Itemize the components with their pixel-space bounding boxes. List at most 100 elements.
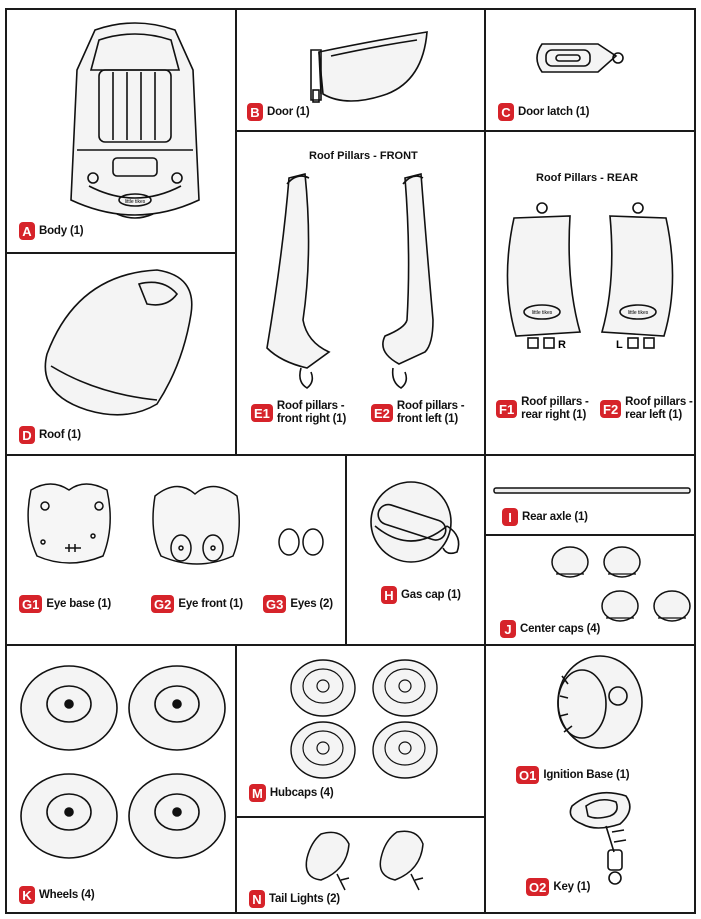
badge-g2: G2 [151, 595, 175, 613]
badge-h: H [381, 586, 397, 604]
heading-rear-pillars: Roof Pillars - REAR [536, 172, 639, 184]
label-j: J Center caps (4) [500, 620, 600, 638]
name-e2-line1: Roof pillars - [396, 400, 465, 412]
label-k: K Wheels (4) [19, 886, 95, 904]
badge-k: K [19, 886, 35, 904]
roof-illustration [44, 269, 193, 416]
name-door: Door (1) [267, 105, 310, 118]
name-eye-base: Eye base (1) [46, 597, 112, 610]
label-g3: G3 Eyes (2) [263, 595, 333, 613]
rear-right-mark: R [558, 339, 566, 351]
name-e1-line2: front right (1) [276, 413, 347, 425]
name-eye-front: Eye front (1) [178, 597, 243, 610]
badge-e2: E2 [371, 404, 393, 422]
name-gas-cap: Gas cap (1) [401, 588, 461, 601]
label-m: M Hubcaps (4) [249, 784, 334, 802]
cell-body: little tikes A Body (1) [5, 8, 237, 254]
name-front-left-pillar: Roof pillars -front left (1) [396, 400, 465, 426]
rear-pillars-illustration: little tikes little tikes R L [506, 202, 674, 351]
badge-m: M [249, 784, 266, 802]
cell-eyes: G1 Eye base (1) G2 Eye front (1) G3 Eyes… [5, 454, 347, 646]
label-f2: F2 Roof pillars -rear left (1) [600, 396, 693, 422]
name-rear-axle: Rear axle (1) [522, 510, 588, 523]
label-i: I Rear axle (1) [502, 508, 588, 526]
body-logo-imprint: little tikes [125, 199, 146, 205]
name-eyes: Eyes (2) [290, 597, 333, 610]
badge-o2: O2 [526, 878, 550, 896]
tail-lights-illustration [305, 830, 424, 891]
badge-f2: F2 [600, 400, 622, 418]
name-hubcaps: Hubcaps (4) [269, 786, 334, 799]
door-illustration [310, 31, 428, 103]
cell-gas-cap: H Gas cap (1) [345, 454, 486, 646]
name-f1-line1: Roof pillars - [521, 396, 589, 408]
name-roof: Roof (1) [39, 428, 81, 441]
label-o1: O1 Ignition Base (1) [516, 766, 630, 784]
badge-e1: E1 [251, 404, 273, 422]
badge-i: I [502, 508, 518, 526]
badge-d: D [19, 426, 35, 444]
cell-center-caps: J Center caps (4) [484, 534, 696, 646]
label-a: A Body (1) [19, 222, 84, 240]
label-d: D Roof (1) [19, 426, 81, 444]
label-h: H Gas cap (1) [381, 586, 461, 604]
cell-tail-lights: N Tail Lights (2) [235, 816, 486, 914]
cell-door: B Door (1) [235, 8, 486, 132]
name-front-right-pillar: Roof pillars -front right (1) [277, 400, 346, 426]
badge-g3: G3 [263, 595, 287, 613]
name-e1-line1: Roof pillars - [276, 400, 345, 412]
door-latch-illustration [536, 43, 624, 73]
label-g1: G1 Eye base (1) [19, 595, 111, 613]
name-key: Key (1) [553, 880, 591, 893]
cell-rear-axle: I Rear axle (1) [484, 454, 696, 536]
label-e2: E2 Roof pillars -front left (1) [371, 400, 465, 426]
name-ignition-base: Ignition Base (1) [543, 768, 630, 781]
label-c: C Door latch (1) [498, 103, 590, 121]
label-f1: F1 Roof pillars -rear right (1) [496, 396, 589, 422]
label-n: N Tail Lights (2) [249, 890, 340, 908]
heading-front-pillars: Roof Pillars - FRONT [309, 150, 418, 162]
hubcaps-illustration [290, 659, 438, 779]
cell-hubcaps: M Hubcaps (4) [235, 644, 486, 818]
name-rear-left-pillar: Roof pillars -rear left (1) [625, 396, 693, 422]
badge-o1: O1 [516, 766, 540, 784]
label-g2: G2 Eye front (1) [151, 595, 243, 613]
name-body: Body (1) [39, 224, 84, 237]
label-b: B Door (1) [247, 103, 310, 121]
cell-roof-pillars-front: Roof Pillars - FRONT E1 Roof pillars -fr… [235, 130, 486, 456]
badge-a: A [19, 222, 35, 240]
rear-left-mark: L [616, 339, 623, 351]
name-rear-right-pillar: Roof pillars -rear right (1) [521, 396, 589, 422]
rear-axle-illustration [493, 487, 691, 494]
cell-roof-pillars-rear: Roof Pillars - REAR little tikes little … [484, 130, 696, 456]
name-door-latch: Door latch (1) [518, 105, 590, 118]
eyes-illustration [27, 483, 324, 565]
cell-ignition: O1 Ignition Base (1) O2 Key (1) [484, 644, 696, 914]
badge-f1: F1 [496, 400, 518, 418]
name-f2-line1: Roof pillars - [625, 396, 693, 408]
name-f2-line2: rear left (1) [625, 409, 683, 421]
badge-b: B [247, 103, 263, 121]
label-e1: E1 Roof pillars -front right (1) [251, 400, 346, 426]
name-e2-line2: front left (1) [396, 413, 458, 425]
body-illustration: little tikes [70, 22, 200, 219]
cell-wheels: K Wheels (4) [5, 644, 237, 914]
name-center-caps: Center caps (4) [520, 622, 601, 635]
gas-cap-illustration [370, 481, 460, 563]
name-wheels: Wheels (4) [39, 888, 95, 901]
badge-j: J [500, 620, 516, 638]
cell-roof: D Roof (1) [5, 252, 237, 456]
center-caps-illustration [551, 546, 691, 622]
badge-n: N [249, 890, 265, 908]
ignition-illustration [557, 655, 643, 885]
name-tail-lights: Tail Lights (2) [269, 892, 340, 905]
name-f1-line2: rear right (1) [521, 409, 587, 421]
badge-g1: G1 [19, 595, 43, 613]
label-o2: O2 Key (1) [526, 878, 590, 896]
cell-door-latch: C Door latch (1) [484, 8, 696, 132]
rear-left-logo: little tikes [628, 310, 649, 316]
front-pillars-illustration [266, 172, 434, 389]
rear-right-logo: little tikes [532, 310, 553, 316]
wheels-illustration [20, 665, 226, 859]
